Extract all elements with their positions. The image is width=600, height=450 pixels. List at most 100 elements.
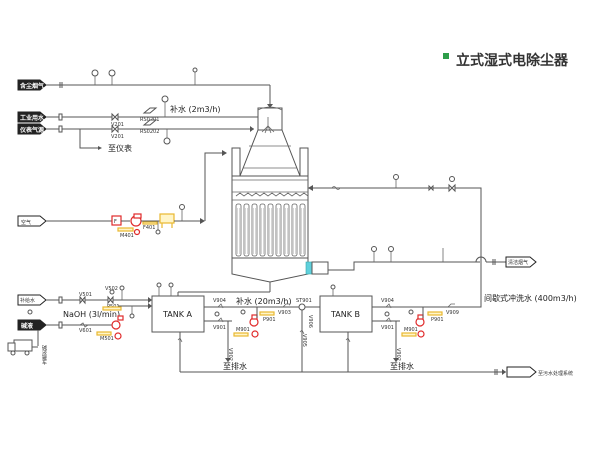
motor-icon [117,227,134,232]
title-text: 立式湿式电除尘器 [456,52,569,69]
svg-text:F: F [114,219,117,225]
svg-text:RS0202: RS0202 [140,129,159,135]
svg-text:工业用水: 工业用水 [20,114,45,122]
electrode-tube [235,203,242,257]
valve-icon [79,295,86,305]
arrow-icon [225,358,231,362]
diagram-title: 立式湿式电除尘器 [443,52,569,69]
wet-esp-tower [231,106,309,292]
svg-text:V904: V904 [381,298,394,304]
svg-text:V601: V601 [79,328,92,334]
pressure-gauge-icon [192,67,198,85]
motor-icon [96,331,112,336]
valve-icon [428,184,434,192]
arrow-icon [502,369,506,375]
svg-text:补给水: 补给水 [20,297,35,304]
pressure-gauge-icon [109,289,115,295]
truck-icon [7,339,38,356]
motor-icon [401,332,417,337]
valve-icon [448,183,456,193]
svg-text:M901: M901 [236,327,250,333]
svg-text:V904: V904 [213,298,226,304]
to-wastewater-label: 至污水处理系统 [538,370,573,377]
svg-text:V201: V201 [111,134,124,140]
inlet-makeup-water: 补给水 [17,294,47,306]
dosing-pump-icon [111,315,124,340]
electrode-tube [283,203,290,257]
pressure-gauge-icon [27,309,33,315]
pressure-gauge-icon [108,69,116,85]
pressure-gauge-icon [214,311,220,317]
arrow-icon [267,104,273,108]
to-instrument-label: 至仪表 [108,143,132,153]
pressure-gauge-icon [156,282,162,296]
svg-text:碱液: 碱液 [21,322,34,330]
svg-text:V201: V201 [111,122,124,128]
svg-text:V903: V903 [278,310,291,316]
inlet-tag-shape [17,79,47,91]
to-drain-a: 至排水 [223,361,247,371]
svg-text:M401: M401 [120,233,134,239]
svg-text:P901: P901 [431,317,444,323]
pressure-gauge-icon [155,221,161,235]
valve-icon [111,112,119,122]
title-marker [443,53,449,59]
inlet-flue-gas: 含尘烟气 [17,79,47,91]
outlet-wastewater [506,366,537,378]
truck-label: 碱液罐车 [41,344,47,366]
arrow-icon [148,303,152,309]
svg-text:V901: V901 [213,325,226,331]
valve-icon [107,295,114,305]
electrode-tube [243,203,250,257]
motor-icon [233,332,249,337]
inlet-instrument-air: 仪表气源 [17,123,47,135]
pressure-gauge-icon [388,246,394,262]
electrode-tube [299,203,306,257]
svg-text:P901: P901 [263,317,276,323]
svg-text:F401: F401 [143,225,155,231]
pressure-gauge-icon [371,246,377,262]
fan-icon [130,213,142,236]
pressure-gauge-icon [449,176,455,182]
pressure-gauge-icon [119,285,125,300]
pressure-gauge-icon [384,311,390,317]
svg-text:空气: 空气 [21,219,31,226]
svg-text:V502: V502 [105,286,118,292]
flush-water-label: 间歇式冲洗水 (400m3/h) [484,293,577,303]
svg-text:补水 (2m3/h): 补水 (2m3/h) [170,104,221,114]
electrode-tubes [235,203,306,257]
pressure-gauge-icon [163,129,171,145]
pressure-gauge-icon [240,309,246,315]
arrow-icon [308,185,313,191]
pressure-gauge-icon [393,174,399,188]
electrode-tube [291,203,298,257]
valve-icon [111,124,119,134]
tank-b: TANK B [319,295,373,333]
electrode-tube [267,203,274,257]
heater-icon [159,213,175,228]
electrode-tube [259,203,266,257]
svg-text:M901: M901 [404,327,418,333]
tank-a: TANK A [151,295,205,333]
svg-text:NaOH (3l/min): NaOH (3l/min) [63,310,120,319]
svg-text:V902: V902 [227,348,233,361]
svg-text:清洁烟气: 清洁烟气 [508,259,528,266]
filter-icon: F [111,215,122,226]
solenoid-valve-icon [142,119,158,126]
spray-nozzle-icon [261,117,275,134]
outlet-clean-gas: 清洁烟气 [505,256,537,268]
pressure-gauge-icon [330,284,336,296]
arrow-icon [98,146,102,150]
solenoid-valve-icon [142,107,158,114]
inlet-air: 空气 [17,215,47,227]
circulation-pump-icon [249,314,259,338]
gas-outlet-flange [305,261,313,275]
electrode-tube [251,203,258,257]
to-drain-b: 至排水 [390,361,414,371]
svg-text:ST901: ST901 [296,298,312,304]
pressure-gauge-icon [161,95,169,117]
svg-text:TANK B: TANK B [330,310,360,319]
circulation-pump-icon [415,314,425,338]
arrow-icon [222,150,227,156]
